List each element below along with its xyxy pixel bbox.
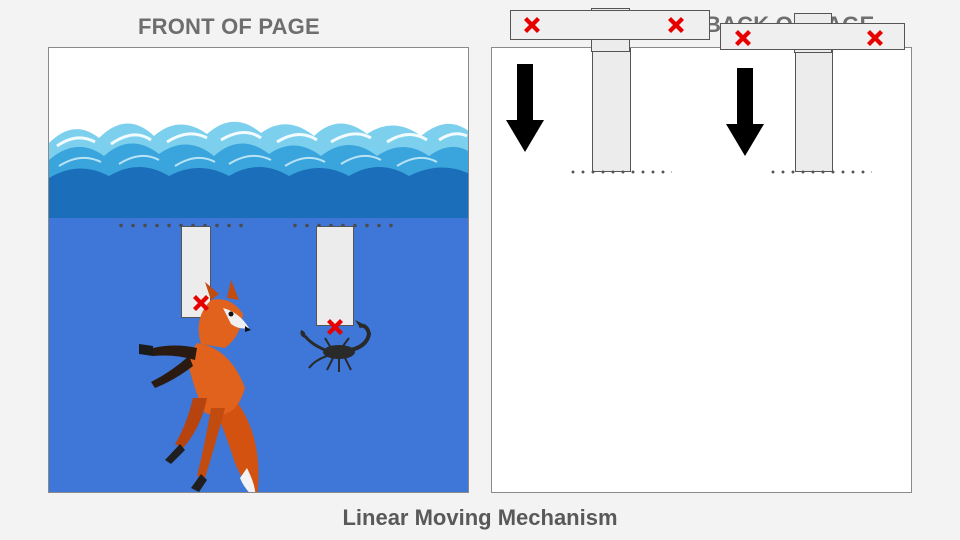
caption: Linear Moving Mechanism xyxy=(342,505,618,530)
cross-mark-icon xyxy=(867,30,883,46)
slot-line-left xyxy=(115,223,249,228)
cross-mark-icon xyxy=(193,295,209,311)
scorpion-figure xyxy=(300,320,372,372)
cross-mark-icon xyxy=(524,17,540,33)
cross-mark-icon xyxy=(735,30,751,46)
back-panel xyxy=(491,47,912,493)
fox-figure xyxy=(139,280,259,492)
cross-mark-icon xyxy=(327,319,343,335)
pull-strip-right-back[interactable] xyxy=(795,48,833,172)
down-arrow-icon xyxy=(506,64,544,152)
down-arrow-icon xyxy=(726,68,764,156)
ocean-scene xyxy=(49,48,468,492)
front-panel xyxy=(48,47,469,493)
slot-line-right xyxy=(289,223,393,228)
front-heading: FRONT OF PAGE xyxy=(138,14,320,39)
deep-water xyxy=(49,218,468,492)
slot-line-left xyxy=(568,170,672,174)
cross-mark-icon xyxy=(668,17,684,33)
wave-deep xyxy=(49,167,468,218)
pull-strip-right[interactable] xyxy=(316,226,354,326)
pull-strip-left[interactable] xyxy=(181,226,211,318)
crossbar-left[interactable] xyxy=(510,10,710,40)
pull-strip-left-back[interactable] xyxy=(592,48,631,172)
slot-line-right xyxy=(768,170,872,174)
